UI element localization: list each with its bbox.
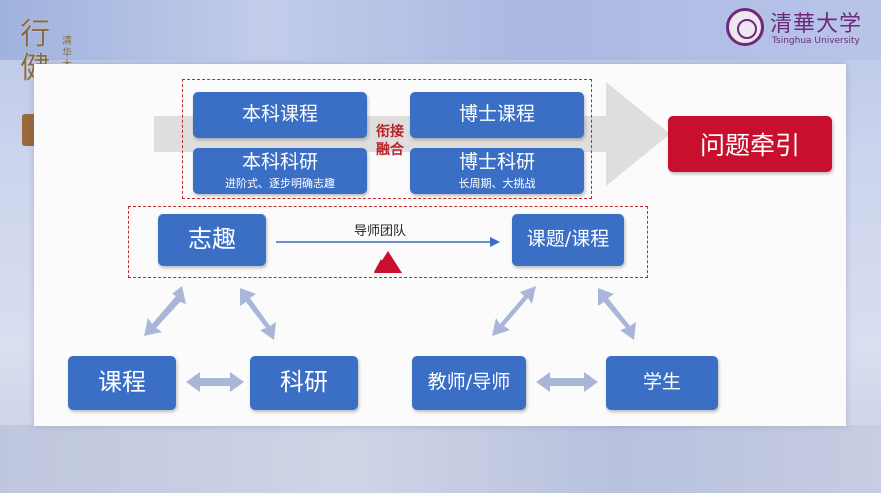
red-triangle-big: [374, 251, 402, 273]
arrow-course-research: [186, 372, 244, 392]
university-name-cn: 清華大学: [770, 12, 863, 37]
problem-driven-label: 问题牵引: [699, 131, 800, 160]
teacher-mentor-label: 教师/导师: [427, 371, 511, 394]
undergrad-course-box: 本科课程: [193, 92, 367, 138]
arrow-interest-research: [240, 288, 276, 340]
bridge-line1: 衔接: [376, 124, 404, 140]
undergrad-research-sub: 进阶式、逐步明确志趣: [225, 176, 335, 190]
double-arrows: [144, 286, 636, 392]
undergrad-course-label: 本科课程: [241, 103, 318, 126]
bridge-label: 衔接 融合: [370, 124, 410, 159]
course-label: 课程: [98, 368, 146, 397]
phd-course-label: 博士课程: [458, 103, 535, 126]
arrow-topic-student: [598, 288, 636, 340]
interest-label: 志趣: [188, 225, 236, 254]
top-dashed-frame: [182, 79, 592, 199]
research-box: 科研: [250, 356, 358, 410]
bridge-line2: 融合: [376, 141, 404, 158]
diagram-slide: 本科课程 本科科研 进阶式、逐步明确志趣 衔接 融合 博士课程 博士科研 长周期…: [34, 64, 846, 426]
topic-course-box: 课题/课程: [512, 214, 624, 266]
middle-dashed-frame: [128, 206, 648, 278]
arrow-topic-teacher: [492, 286, 536, 336]
course-box: 课程: [68, 356, 176, 410]
arrow-teacher-student: [536, 372, 598, 392]
arrow-interest-course: [144, 286, 186, 336]
undergrad-research-box: 本科科研 进阶式、逐步明确志趣: [193, 148, 367, 194]
phd-research-label: 博士科研: [458, 150, 535, 173]
mentor-team-label: 导师团队: [354, 224, 407, 239]
mentor-team-arrowhead: [490, 237, 500, 247]
research-label: 科研: [280, 368, 328, 397]
university-emblem-icon: [726, 8, 764, 46]
student-label: 学生: [642, 371, 681, 394]
student-box: 学生: [606, 356, 718, 410]
background-bottom: [0, 425, 881, 493]
tsinghua-logo: 清華大学 Tsinghua University: [726, 6, 876, 50]
phd-research-sub: 长周期、大挑战: [458, 176, 536, 190]
phd-course-box: 博士课程: [410, 92, 584, 138]
problem-driven-box: 问题牵引: [668, 116, 832, 172]
university-name-en: Tsinghua University: [772, 36, 860, 46]
undergrad-research-label: 本科科研: [241, 150, 318, 173]
phd-research-box: 博士科研 长周期、大挑战: [410, 148, 584, 194]
teacher-mentor-box: 教师/导师: [412, 356, 526, 410]
interest-box: 志趣: [158, 214, 266, 266]
topic-course-label: 课题/课程: [526, 228, 610, 251]
